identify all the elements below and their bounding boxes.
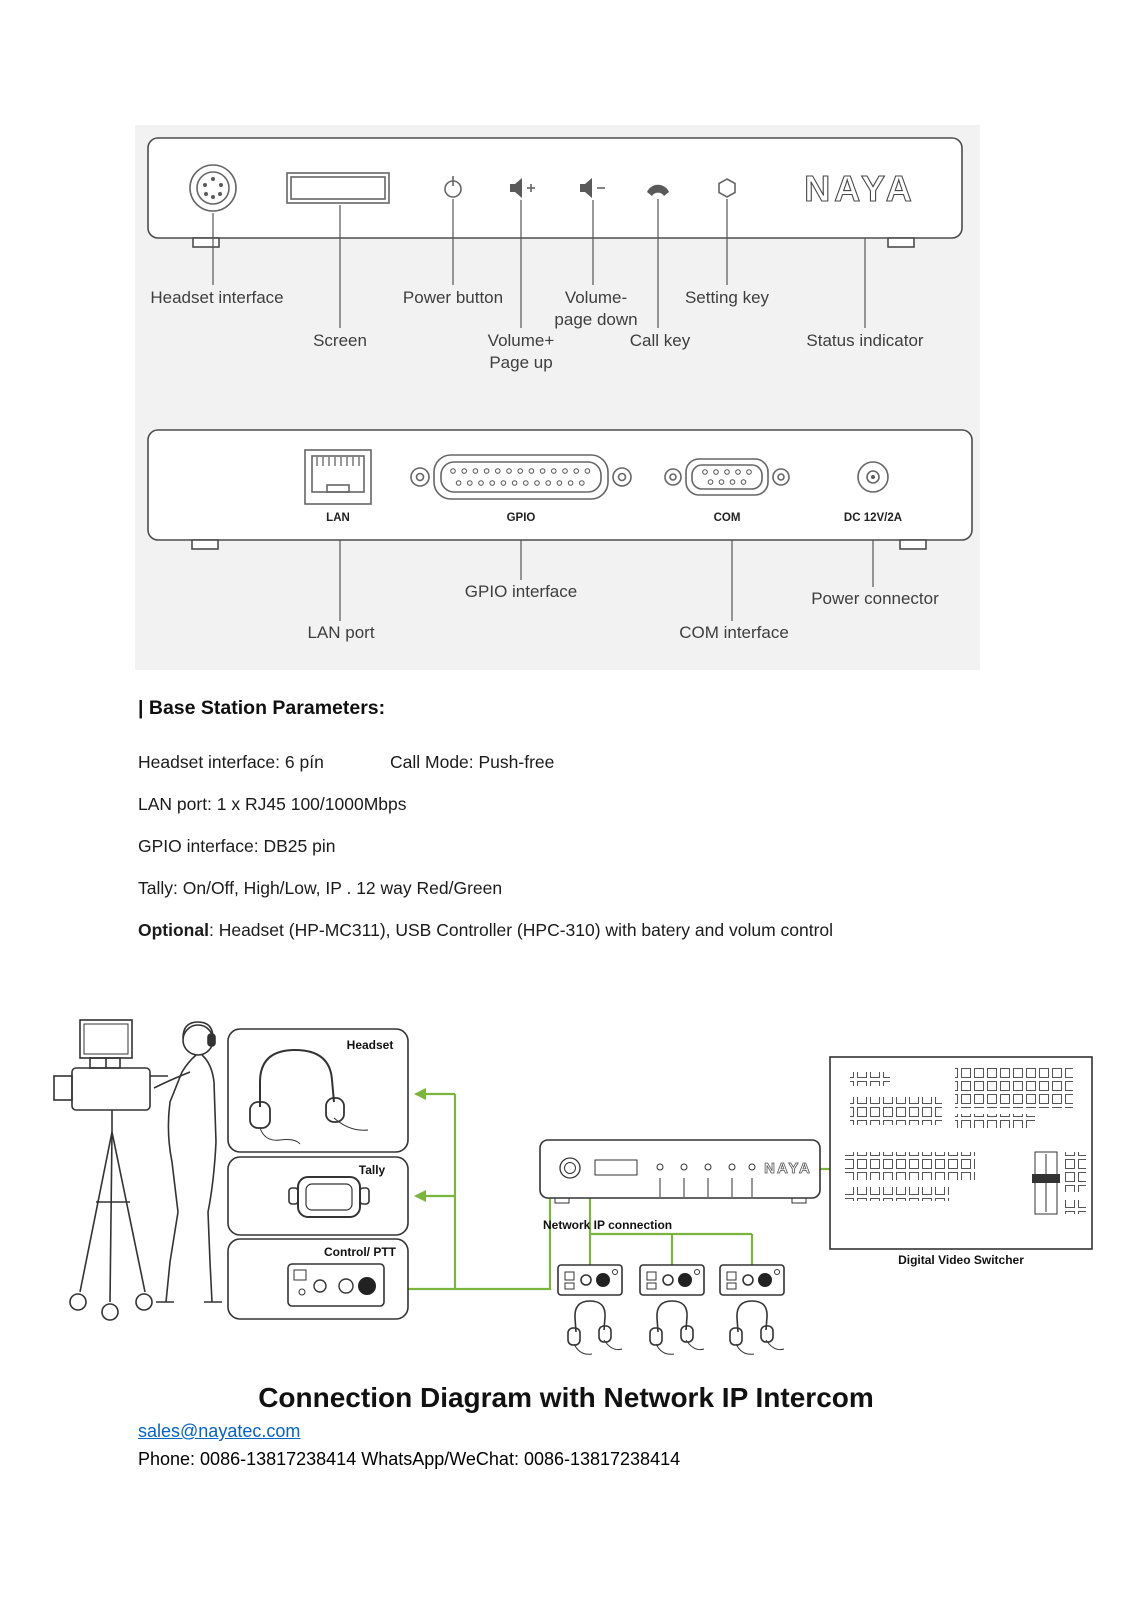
label-power-connector: Power connector [811, 589, 939, 608]
connection-diagram-title: Connection Diagram with Network IP Inter… [258, 1382, 874, 1413]
network-ip-connection-label: Network IP connection [543, 1218, 672, 1232]
label-com-interface: COM interface [679, 623, 789, 642]
gpio-connector: GPIO [410, 454, 632, 524]
device-foot [192, 237, 220, 248]
front-panel-device: NAYA [147, 137, 963, 248]
label-gpio-interface: GPIO interface [465, 582, 577, 601]
front-labels: Headset interface Screen Power button Vo… [150, 288, 924, 372]
param-call-mode: Call Mode: Push-free [390, 752, 555, 772]
naya-logo: NAYA [804, 168, 915, 209]
label-volume-up: Volume+ [488, 331, 555, 350]
device-foot [899, 539, 927, 550]
label-status-indicator: Status indicator [806, 331, 924, 350]
base-station-panels-figure: NAYA Headset interface Screen Power butt… [135, 125, 980, 670]
label-page-down: page down [554, 310, 637, 329]
video-switcher [829, 1056, 1093, 1250]
control-ptt-box: Control/ PTT [227, 1238, 409, 1320]
beltpack-2 [639, 1264, 705, 1356]
label-headset-interface: Headset interface [150, 288, 283, 307]
lan-port-connector: LAN [304, 449, 372, 524]
network-connections [408, 1088, 830, 1291]
mini-screen [594, 1159, 638, 1176]
beltpack-3 [719, 1264, 785, 1356]
label-page-up: Page up [489, 353, 552, 372]
device-foot [191, 539, 219, 550]
tally-light-icon [288, 1176, 370, 1218]
headset-box: Headset [227, 1028, 409, 1153]
rear-panel-device: LAN GPIO C [147, 429, 973, 550]
mini-icons [656, 1163, 756, 1197]
param-line-gpio: GPIO interface: DB25 pin [138, 836, 336, 856]
controller-icon [287, 1263, 385, 1307]
mini-headset-connector [559, 1157, 581, 1179]
camera-operator [53, 1019, 222, 1321]
param-line-lan: LAN port: 1 x RJ45 100/1000Mbps [138, 794, 407, 814]
device-foot [887, 237, 915, 248]
front-leader-lines [212, 199, 866, 328]
label-screen: Screen [313, 331, 367, 350]
headset-icon [249, 1048, 369, 1145]
beltpack-units [557, 1264, 785, 1356]
port-label-dc: DC 12V/2A [844, 512, 902, 524]
headset-box-label: Headset [347, 1038, 394, 1052]
rear-leader-lines [339, 540, 874, 621]
label-volume-down: Volume- [565, 288, 627, 307]
parameters-heading: | Base Station Parameters: [138, 697, 386, 719]
beltpack-1 [557, 1264, 623, 1356]
tally-box-label: Tally [359, 1163, 386, 1177]
port-label-com: COM [714, 512, 741, 524]
param-line-headset: Headset interface: 6 pín Call Mode: Push-… [138, 752, 1018, 772]
tally-box: Tally [227, 1156, 409, 1236]
label-power-button: Power button [403, 288, 503, 307]
port-label-gpio: GPIO [507, 512, 536, 524]
com-connector: COM [664, 458, 790, 524]
connection-diagram: Headset Tally [53, 1019, 1093, 1356]
screen [286, 172, 390, 204]
setting-icon [718, 178, 736, 198]
volume-up-icon [510, 178, 535, 198]
panel-diagram: NAYA Headset interface Screen Power butt… [147, 137, 973, 642]
port-label-lan: LAN [326, 512, 350, 524]
rear-labels: GPIO interface Power connector LAN port … [307, 582, 939, 642]
base-station: NAYA [539, 1139, 821, 1204]
phone-line: Phone: 0086-13817238414 WhatsApp/WeChat:… [138, 1449, 681, 1469]
parameters-section: | Base Station Parameters: Headset inter… [138, 697, 1018, 940]
param-line-tally: Tally: On/Off, High/Low, IP . 12 way Red… [138, 878, 503, 898]
param-headset-interface: Headset interface: 6 pín [138, 752, 324, 772]
mini-naya-logo: NAYA [764, 1160, 812, 1177]
dc-connector: DC 12V/2A [844, 461, 902, 524]
connection-diagram-figure: Headset Tally [50, 1002, 1100, 1377]
label-call-key: Call key [630, 331, 691, 350]
param-optional-bold: Optional [138, 920, 209, 940]
param-line-optional: Optional: Headset (HP-MC311), USB Contro… [138, 920, 1018, 940]
call-icon [647, 184, 669, 196]
volume-down-icon [580, 178, 605, 198]
t-bar-fader [1032, 1151, 1060, 1215]
power-icon [444, 176, 462, 198]
label-setting-key: Setting key [685, 288, 770, 307]
label-lan-port: LAN port [307, 623, 374, 642]
control-ptt-box-label: Control/ PTT [324, 1245, 397, 1259]
email-link[interactable]: sales@nayatec.com [138, 1421, 301, 1441]
switcher-label: Digital Video Switcher [898, 1253, 1024, 1267]
param-optional-rest: : Headset (HP-MC311), USB Controller (HP… [208, 920, 834, 940]
headset-connector [189, 164, 237, 212]
